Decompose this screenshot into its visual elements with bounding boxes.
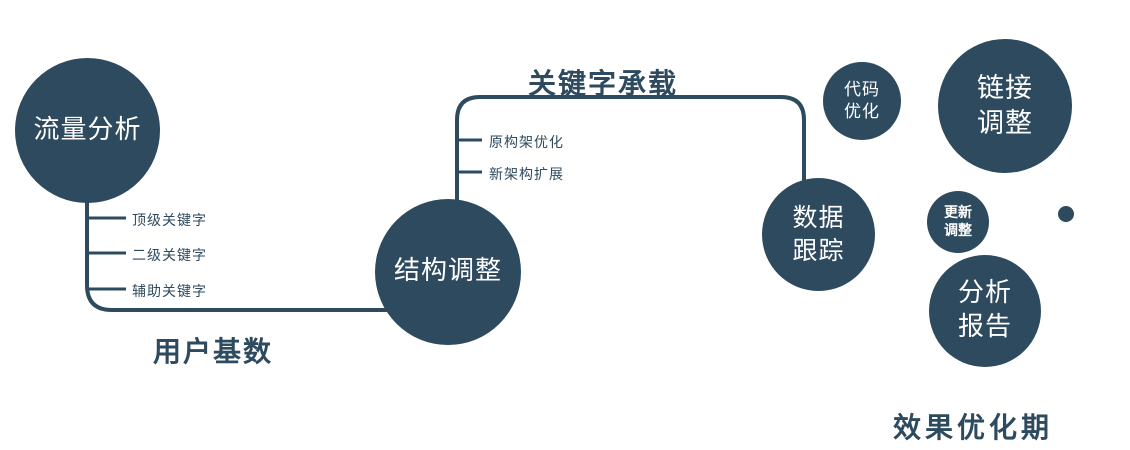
- node-structure-adjustment-label: 结构调整: [393, 256, 502, 287]
- second-keywords-label: 二级关键字: [132, 248, 207, 264]
- keyword-carrying-label: 关键字承载: [528, 67, 679, 100]
- auxiliary-keywords-label: 辅助关键字: [132, 284, 207, 300]
- user-base-label: 用户基数: [153, 335, 274, 368]
- original-framework-label: 原构架优化: [489, 135, 564, 151]
- node-update-adjustment: 更新 调整: [927, 191, 989, 253]
- top-keywords-label: 顶级关键字: [132, 213, 207, 229]
- node-link-adjustment: 链接 调整: [938, 39, 1072, 173]
- node-data-tracking: 数据 跟踪: [762, 178, 875, 291]
- new-framework-label: 新架构扩展: [489, 167, 564, 183]
- traffic-to-structure-connector: [85, 170, 430, 312]
- node-traffic-analysis-label: 流量分析: [33, 114, 142, 145]
- node-code-optimization-label: 代码 优化: [844, 79, 880, 122]
- node-link-adjustment-label: 链接 调整: [977, 72, 1033, 139]
- node-analysis-report-label: 分析 报告: [957, 278, 1012, 342]
- node-structure-adjustment: 结构调整: [375, 199, 521, 345]
- node-update-adjustment-label: 更新 调整: [944, 204, 972, 239]
- node-data-tracking-label: 数据 跟踪: [792, 203, 845, 265]
- node-traffic-analysis: 流量分析: [15, 58, 160, 203]
- node-analysis-report: 分析 报告: [929, 255, 1041, 367]
- small-dot-marker: [1058, 206, 1074, 222]
- structure-to-tracking-connector: [455, 95, 806, 240]
- node-code-optimization: 代码 优化: [823, 62, 901, 140]
- effect-period-label: 效果优化期: [893, 411, 1054, 444]
